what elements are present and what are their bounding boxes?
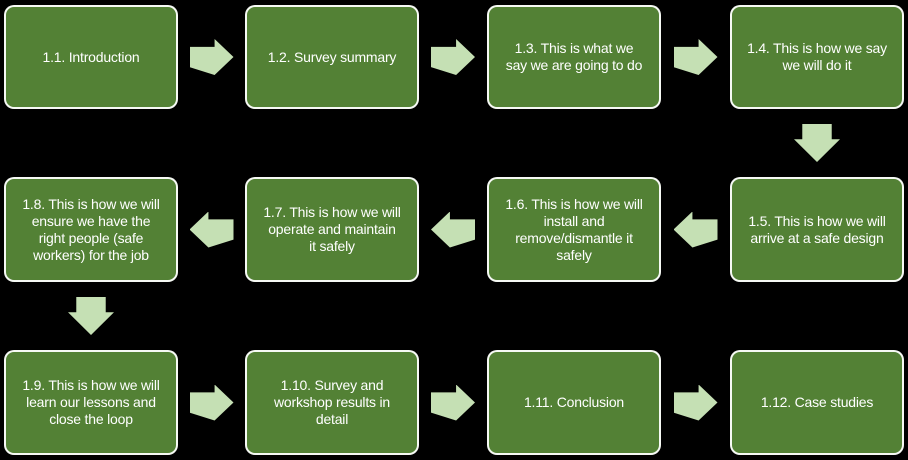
flow-step-1-8: 1.8. This is how we will ensure we have …: [4, 177, 178, 282]
arrow-right-icon: [431, 39, 475, 75]
arrow-left-icon: [673, 211, 718, 248]
arrow-left-icon: [431, 211, 475, 248]
flow-step-1-4: 1.4. This is how we say we will do it: [730, 5, 904, 109]
arrow-right-icon: [189, 39, 234, 75]
arrow-right-icon: [673, 39, 718, 75]
arrow-right-icon: [189, 384, 234, 421]
flow-step-1-10: 1.10. Survey and workshop results in det…: [245, 350, 419, 455]
arrow-down-icon: [68, 297, 114, 335]
flow-step-1-1: 1.1. Introduction: [4, 5, 178, 109]
arrow-right-icon: [673, 384, 718, 421]
flow-step-1-11: 1.11. Conclusion: [487, 350, 661, 455]
flow-step-1-9: 1.9. This is how we will learn our lesso…: [4, 350, 178, 455]
flow-step-1-6: 1.6. This is how we will install and rem…: [487, 177, 661, 282]
flow-step-1-3: 1.3. This is what we say we are going to…: [487, 5, 661, 109]
flow-step-1-12: 1.12. Case studies: [730, 350, 904, 455]
flow-step-1-5: 1.5. This is how we will arrive at a saf…: [730, 177, 904, 282]
flow-step-1-2: 1.2. Survey summary: [245, 5, 419, 109]
flow-step-1-7: 1.7. This is how we will operate and mai…: [245, 177, 419, 282]
arrow-down-icon: [794, 124, 840, 162]
arrow-right-icon: [431, 384, 475, 421]
arrow-left-icon: [189, 211, 234, 248]
